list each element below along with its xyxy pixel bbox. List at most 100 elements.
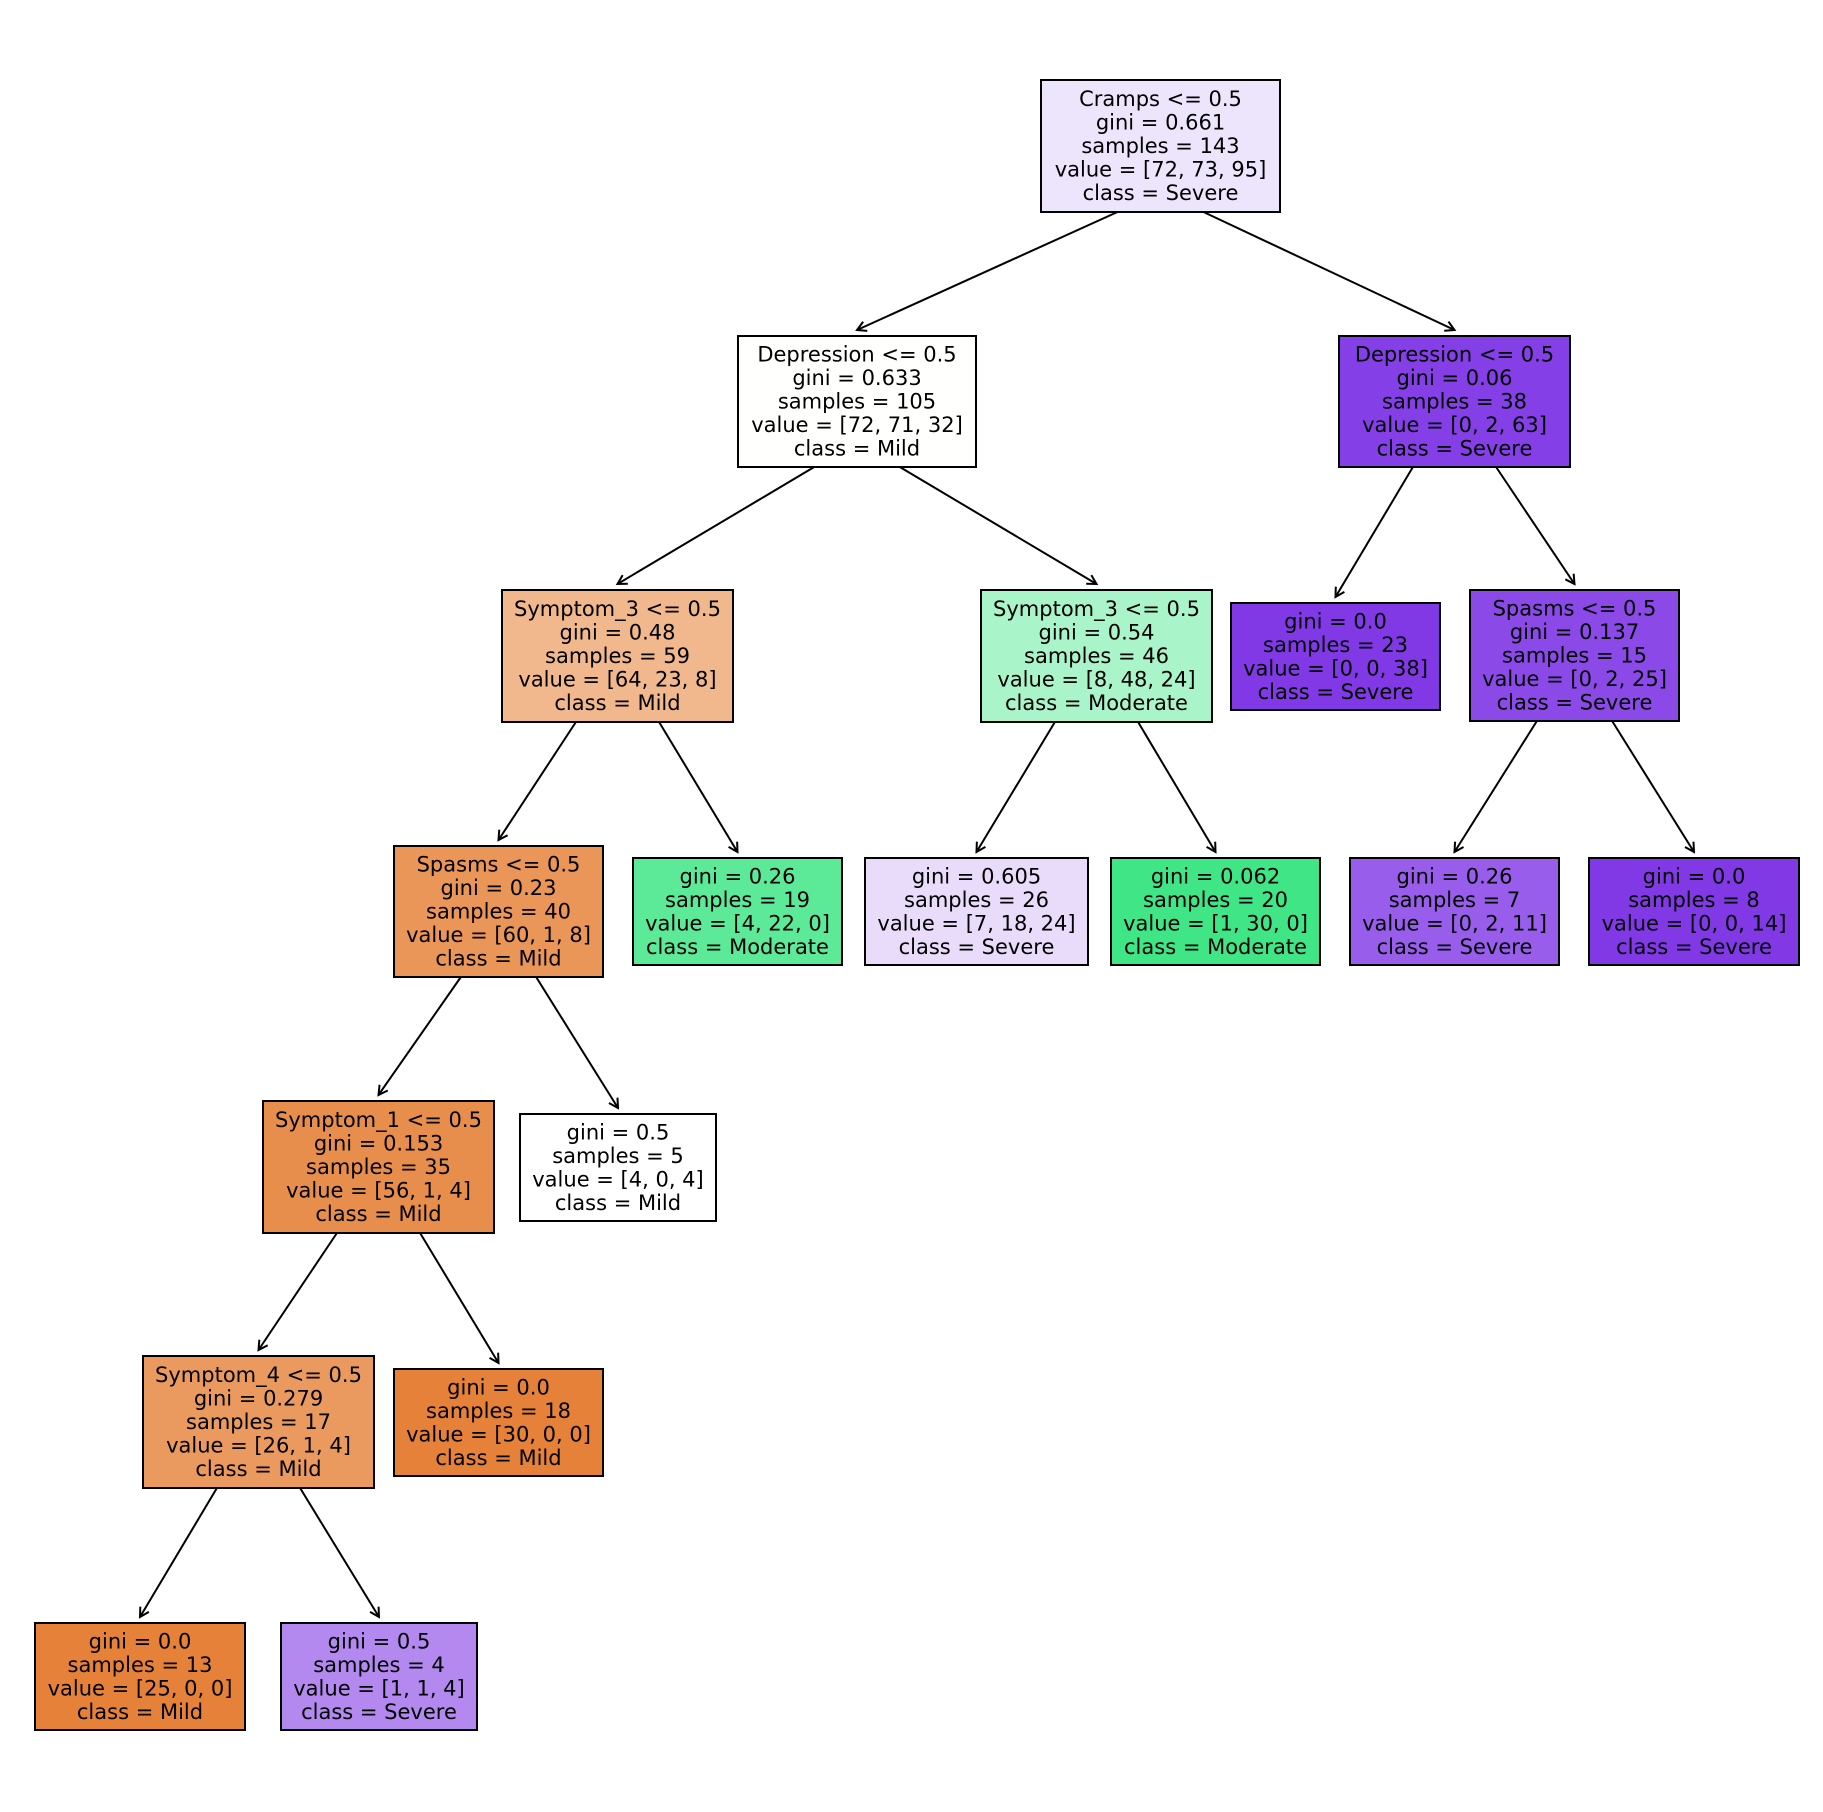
node-label-line: value = [0, 0, 14] xyxy=(1602,911,1787,935)
tree-edge-arrow xyxy=(379,976,462,1095)
node-label-line: gini = 0.26 xyxy=(679,864,795,888)
node-box xyxy=(980,589,1213,723)
tree-edge-arrow xyxy=(1495,466,1574,584)
tree-edge-arrow xyxy=(299,1487,379,1617)
node-label-line: gini = 0.48 xyxy=(559,621,675,645)
node-label-line: gini = 0.5 xyxy=(567,1120,670,1144)
tree-edge-arrow xyxy=(977,721,1056,852)
node-label-line: samples = 19 xyxy=(665,888,810,912)
tree-edge-arrow xyxy=(658,721,737,852)
node-label-line: value = [4, 0, 4] xyxy=(532,1167,703,1191)
node-box xyxy=(1469,589,1680,722)
node-label-line: samples = 18 xyxy=(426,1399,571,1423)
node-label-line: gini = 0.661 xyxy=(1096,111,1225,135)
node-label-line: class = Severe xyxy=(1497,691,1653,715)
node-label-line: gini = 0.5 xyxy=(328,1629,431,1653)
node-label-line: value = [26, 1, 4] xyxy=(166,1434,351,1458)
node-label-line: value = [0, 0, 38] xyxy=(1243,656,1428,680)
tree-edge-arrow xyxy=(535,976,618,1108)
tree-edge-arrow xyxy=(1336,466,1414,597)
node-label-line: samples = 23 xyxy=(1263,633,1408,657)
node-label-line: class = Severe xyxy=(1258,680,1414,704)
node-label-line: value = [7, 18, 24] xyxy=(877,911,1075,935)
node-label-line: gini = 0.137 xyxy=(1510,620,1639,644)
node-label-line: class = Mild xyxy=(315,1202,441,1226)
node-label-line: class = Moderate xyxy=(1005,691,1188,715)
tree-edge-arrow xyxy=(419,1232,498,1363)
node-label-line: value = [56, 1, 4] xyxy=(286,1179,471,1203)
node-label-line: gini = 0.0 xyxy=(447,1375,550,1399)
node-label-line: value = [72, 73, 95] xyxy=(1055,158,1267,182)
node-label-line: value = [1, 30, 0] xyxy=(1123,911,1308,935)
node-label-line: value = [30, 0, 0] xyxy=(406,1422,591,1446)
tree-edge-arrow xyxy=(1611,720,1694,852)
node-label-line: samples = 46 xyxy=(1024,644,1169,668)
tree-edge-arrow xyxy=(857,211,1118,330)
node-label-line: class = Moderate xyxy=(1124,935,1307,959)
node-box xyxy=(393,845,604,978)
node-label-line: gini = 0.23 xyxy=(440,876,556,900)
node-label-line: samples = 8 xyxy=(1628,888,1760,912)
node-label-line: class = Mild xyxy=(195,1457,321,1481)
node-label-line: Depression <= 0.5 xyxy=(1355,343,1554,367)
node-label-line: class = Severe xyxy=(301,1700,457,1724)
node-label-line: gini = 0.279 xyxy=(194,1387,323,1411)
node-label-line: samples = 13 xyxy=(68,1653,213,1677)
node-label-line: samples = 7 xyxy=(1389,888,1521,912)
node-box xyxy=(737,335,977,468)
node-label-line: samples = 35 xyxy=(306,1155,451,1179)
node-label-line: value = [8, 48, 24] xyxy=(997,668,1195,692)
node-box xyxy=(1040,79,1281,213)
node-box xyxy=(1338,335,1571,468)
node-label-line: class = Severe xyxy=(899,935,1055,959)
node-label-line: samples = 59 xyxy=(545,644,690,668)
node-label-line: gini = 0.605 xyxy=(912,864,1041,888)
node-label-line: Cramps <= 0.5 xyxy=(1079,87,1242,111)
node-label-line: samples = 4 xyxy=(313,1653,445,1677)
node-label-line: gini = 0.0 xyxy=(1284,609,1387,633)
node-box xyxy=(519,1113,717,1222)
node-label-line: class = Severe xyxy=(1377,437,1533,461)
node-box xyxy=(280,1622,478,1731)
node-label-line: gini = 0.0 xyxy=(1643,864,1746,888)
node-label-line: value = [72, 71, 32] xyxy=(751,413,963,437)
node-label-line: Symptom_4 <= 0.5 xyxy=(155,1363,362,1388)
node-box xyxy=(142,1355,375,1489)
node-label-line: class = Mild xyxy=(77,1700,203,1724)
edges-layer xyxy=(140,211,1694,1617)
node-box xyxy=(1349,857,1560,966)
node-box xyxy=(501,589,734,723)
node-label-line: gini = 0.633 xyxy=(792,366,921,390)
node-label-line: samples = 17 xyxy=(186,1410,331,1434)
tree-edge-arrow xyxy=(1137,721,1215,852)
node-label-line: class = Moderate xyxy=(646,935,829,959)
node-label-line: value = [64, 23, 8] xyxy=(518,668,716,692)
node-label-line: value = [4, 22, 0] xyxy=(645,911,830,935)
node-label-line: value = [0, 2, 63] xyxy=(1362,413,1547,437)
node-label-line: samples = 105 xyxy=(778,390,936,414)
node-label-line: class = Severe xyxy=(1616,935,1772,959)
node-label-line: class = Severe xyxy=(1083,181,1239,205)
node-label-line: value = [25, 0, 0] xyxy=(48,1676,233,1700)
node-box xyxy=(1588,857,1800,966)
node-label-line: class = Mild xyxy=(794,437,920,461)
node-box xyxy=(632,857,843,966)
node-label-line: Symptom_1 <= 0.5 xyxy=(275,1108,482,1133)
node-label-line: class = Mild xyxy=(555,1191,681,1215)
